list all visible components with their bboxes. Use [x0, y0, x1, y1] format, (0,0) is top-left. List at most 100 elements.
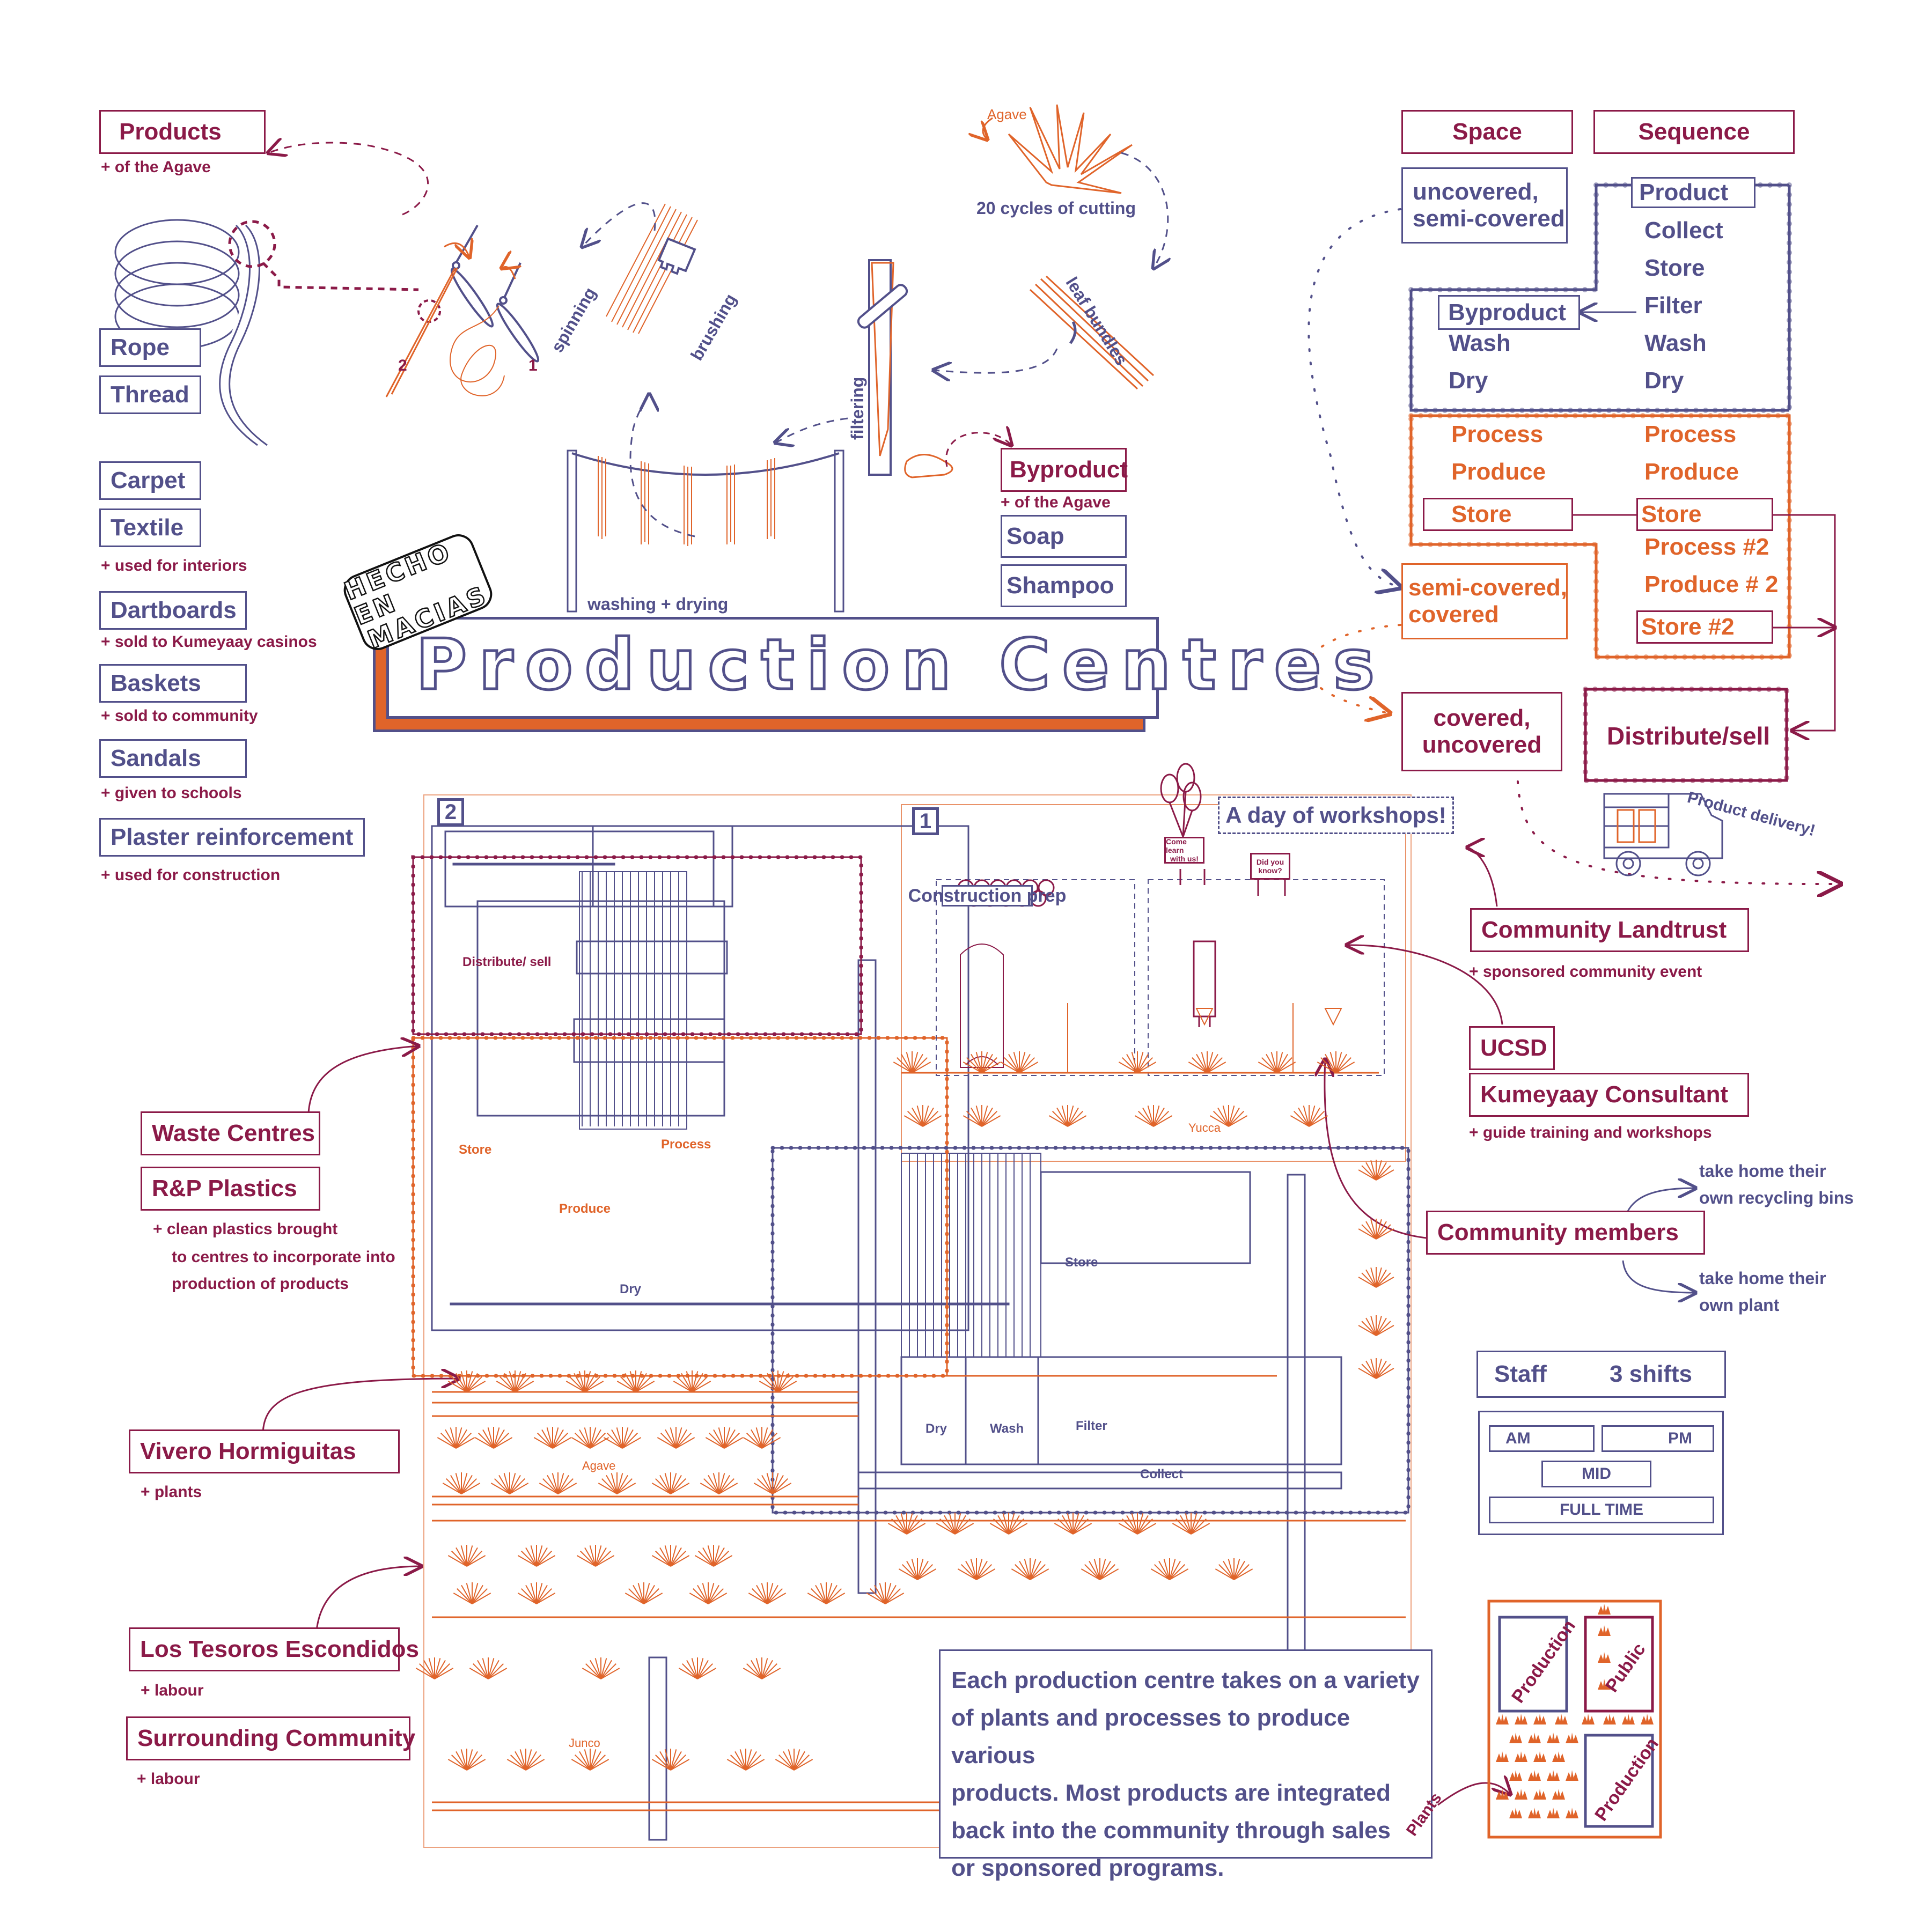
- plant-icon: [1358, 1358, 1394, 1379]
- seq-right-process: Process: [1644, 421, 1737, 447]
- product-baskets-note: + sold to community: [101, 707, 258, 725]
- space-uncovered-semicovered: uncovered,semi-covered: [1401, 167, 1568, 244]
- space-header: Space: [1401, 110, 1573, 154]
- plant-icon: [989, 1513, 1028, 1535]
- site-plant-icon: [1515, 1751, 1527, 1762]
- filtering-label: filtering: [848, 377, 867, 440]
- plant-icon: [887, 1513, 926, 1535]
- seq-byproduct-dry: Dry: [1449, 367, 1488, 394]
- plant-icon: [474, 1427, 513, 1449]
- zone-produce: Produce: [559, 1202, 611, 1216]
- plant-icon: [651, 1749, 690, 1771]
- plant-icon: [1317, 1051, 1355, 1073]
- plant-icon: [1358, 1160, 1394, 1181]
- plant-icon: [571, 1749, 609, 1771]
- brush-icon: [606, 203, 698, 334]
- site-plant-icon: [1566, 1808, 1578, 1818]
- plant-icon: [453, 1582, 491, 1604]
- seq-left-produce: Produce: [1451, 459, 1546, 485]
- plant-icon: [415, 1657, 454, 1679]
- stakeholder-surrounding-community: Surrounding Community: [126, 1716, 415, 1760]
- outcome-plant-1: take home their: [1699, 1269, 1826, 1288]
- byproduct-note: + of the Agave: [1001, 493, 1111, 511]
- plant-icon: [1209, 1105, 1248, 1127]
- plant-icon: [775, 1749, 813, 1771]
- truck-icon: [1603, 793, 1723, 876]
- site-plant-icon: [1533, 1714, 1546, 1724]
- space-covered-uncovered: covered,uncovered: [1401, 692, 1562, 771]
- zone-distribute-sell: Distribute/ sell: [462, 955, 552, 969]
- balloons-icon: [1160, 763, 1202, 837]
- kumeyaay-note: + guide training and workshops: [1469, 1124, 1712, 1141]
- seq-product-box: Product: [1631, 177, 1755, 208]
- plant-icon: [898, 1558, 937, 1580]
- workshops-title: A day of workshops!: [1218, 797, 1454, 834]
- plant-icon: [571, 1427, 609, 1449]
- site-plant-icon: [1496, 1714, 1509, 1724]
- plant-icon: [1358, 1315, 1394, 1336]
- site-plant-icon: [1598, 1652, 1611, 1663]
- plant-icon: [743, 1657, 781, 1679]
- site-plant-icon: [1552, 1789, 1565, 1800]
- plant-icon: [496, 1370, 534, 1392]
- stakeholder-los-tesoros: Los Tesoros Escondidos: [129, 1627, 419, 1671]
- rope-detail-circle: [228, 220, 276, 268]
- zone-process: Process: [661, 1137, 711, 1152]
- site-plant-icon: [1555, 1714, 1568, 1724]
- site-plant-icon: [1566, 1770, 1578, 1781]
- product-dartboards-note: + sold to Kumeyaay casinos: [101, 633, 317, 651]
- byproduct-shampoo: Shampoo: [1001, 564, 1127, 607]
- plant-icon: [963, 1105, 1001, 1127]
- plant-icon: [447, 1749, 486, 1771]
- site-plant-icon: [1582, 1714, 1595, 1724]
- site-plant-icon: [1641, 1714, 1654, 1724]
- drying-rack-icon: [567, 449, 844, 613]
- plant-icon: [517, 1582, 556, 1604]
- title-box: Production Centres: [386, 617, 1376, 719]
- centre-1-number: 1: [912, 807, 939, 835]
- page-title: Production Centres: [414, 623, 1387, 707]
- rp-plastics-note-1: + clean plastics brought: [153, 1220, 338, 1238]
- plant-icon: [903, 1105, 942, 1127]
- product-plaster-note: + used for construction: [101, 866, 281, 884]
- step-1-label: 1: [528, 357, 538, 374]
- display-stand-icon: [1179, 869, 1286, 1027]
- stakeholder-ucsd: UCSD: [1469, 1026, 1555, 1070]
- seq-right-store-box: Store: [1636, 498, 1773, 531]
- landtrust-note: + sponsored community event: [1469, 963, 1702, 981]
- plant-icon: [726, 1749, 765, 1771]
- plant-icon: [616, 1370, 655, 1392]
- plant-icon: [1358, 1267, 1394, 1288]
- site-plant-icon: [1515, 1789, 1527, 1800]
- plant-icon: [469, 1657, 508, 1679]
- centre-2-number: 2: [437, 798, 464, 826]
- site-plant-icon: [1598, 1679, 1611, 1690]
- plant-icon: [490, 1472, 529, 1494]
- plant-icon: [506, 1749, 545, 1771]
- agave-plant-icon: [983, 104, 1133, 194]
- plant-icon: [437, 1427, 475, 1449]
- plant-icon: [657, 1427, 695, 1449]
- surrounding-note: + labour: [137, 1770, 200, 1788]
- shift-pm: PM: [1602, 1425, 1714, 1452]
- site-plant-icon: [1547, 1770, 1560, 1781]
- zone-store: Store: [459, 1143, 492, 1157]
- site-plant-icon: [1528, 1770, 1541, 1781]
- washing-drying-label: washing + drying: [587, 594, 729, 614]
- site-plant-icon: [1509, 1808, 1522, 1818]
- plant-icon: [447, 1370, 486, 1392]
- site-plant-icon: [1533, 1751, 1546, 1762]
- site-plant-icon: [1528, 1808, 1541, 1818]
- stakeholder-vivero-hormiguitas: Vivero Hormiguitas: [129, 1429, 400, 1473]
- site-plant-icon: [1603, 1714, 1616, 1724]
- seq-byproduct-box: Byproduct: [1438, 295, 1580, 330]
- zone-wash: Wash: [990, 1421, 1024, 1436]
- plant-icon: [866, 1582, 905, 1604]
- rp-plastics-note-2: to centres to incorporate into: [172, 1248, 395, 1266]
- shift-full-time: FULL TIME: [1489, 1497, 1714, 1523]
- plant-icon: [517, 1545, 556, 1567]
- plant-icon: [1118, 1051, 1157, 1073]
- arch-icon: [960, 944, 1004, 1068]
- zone-filter: Filter: [1076, 1419, 1107, 1433]
